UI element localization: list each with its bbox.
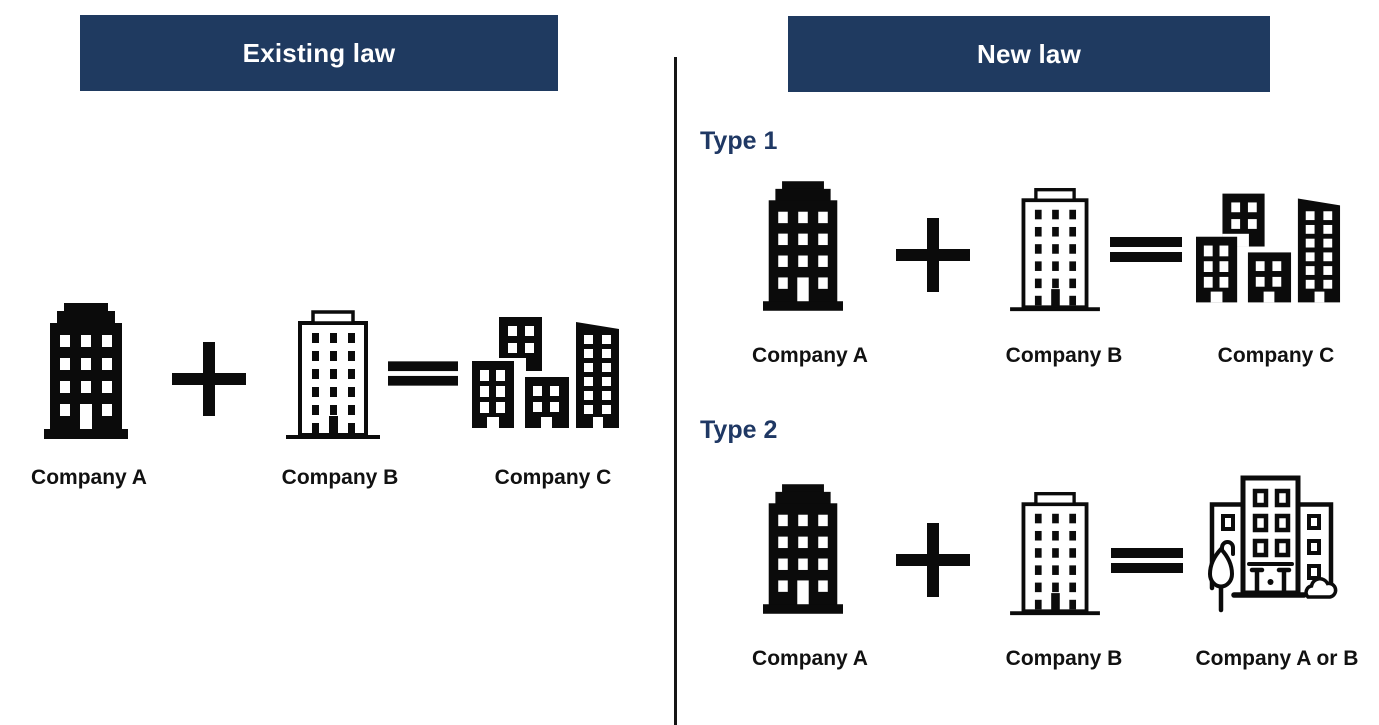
building-solid-icon [763,484,843,614]
company-a-label: Company A [31,466,147,489]
equals-icon [1110,237,1182,262]
new-law-banner: New law [788,16,1270,92]
company-b-label: Company B [1005,647,1123,670]
type-2-heading: Type 2 [700,416,778,444]
vertical-divider [674,57,677,725]
company-a-label: Company A [752,647,868,670]
existing-law-banner: Existing law [80,15,558,91]
plus-icon [896,218,970,292]
plus-icon [172,342,246,416]
building-complex-outline-icon [1194,470,1346,616]
company-b-label: Company B [1005,344,1123,367]
building-outline-icon [1010,183,1100,313]
equals-icon [1110,548,1184,573]
building-cluster-icon [472,317,621,428]
new-law-banner-label: New law [977,38,1081,69]
building-solid-icon [44,303,128,439]
equals-icon [388,361,458,386]
building-solid-icon [763,181,843,311]
company-b-label: Company B [281,466,399,489]
plus-icon [896,523,970,597]
company-c-label: Company C [1217,344,1335,367]
company-a-label: Company A [752,344,868,367]
type-1-heading: Type 1 [700,127,778,155]
existing-law-banner-label: Existing law [242,37,396,68]
company-c-label: Company C [494,466,612,489]
building-outline-icon [286,305,380,441]
building-cluster-icon [1196,192,1342,304]
building-outline-icon [1010,487,1100,617]
company-a-or-b-label: Company A or B [1195,647,1359,670]
